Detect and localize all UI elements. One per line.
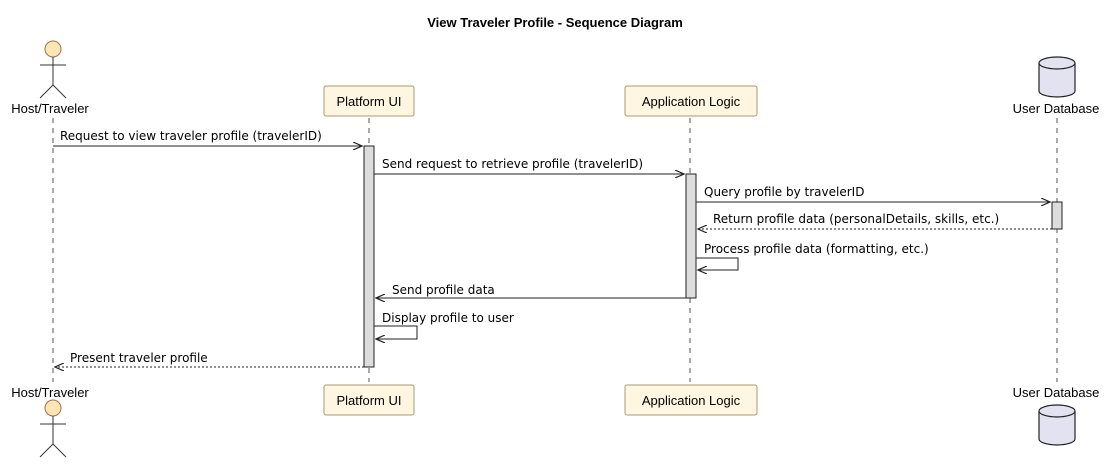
participant-application-logic-top: Application Logic [624, 85, 758, 117]
message-label: Display profile to user [382, 311, 514, 325]
activation-platform-ui [363, 145, 375, 368]
actor-icon [44, 40, 62, 58]
message-7: Display profile to user [374, 311, 514, 339]
database-user-top: User Database [1013, 56, 1100, 116]
message-label: Return profile data (personalDetails, sk… [713, 212, 999, 226]
participant-label-user-database: User Database [1013, 101, 1100, 116]
database-user-bottom: User Database [1013, 385, 1100, 446]
message-label: Send profile data [392, 283, 495, 297]
message-label: Request to view traveler profile (travel… [60, 129, 322, 143]
message-8: Present traveler profile [55, 351, 364, 367]
participant-application-logic-bottom: Application Logic [624, 384, 758, 416]
participant-label-platform-ui: Platform UI [336, 393, 401, 408]
message-1: Request to view traveler profile (travel… [53, 129, 362, 146]
participant-platform-ui-bottom: Platform UI [323, 384, 415, 416]
message-5: Process profile data (formatting, etc.) [696, 242, 929, 270]
diagram-title: View Traveler Profile - Sequence Diagram [427, 15, 683, 30]
message-label: Process profile data (formatting, etc.) [704, 242, 929, 256]
message-2: Send request to retrieve profile (travel… [374, 157, 684, 174]
participant-label-application-logic: Application Logic [642, 393, 741, 408]
message-label: Query profile by travelerID [704, 185, 864, 199]
participant-label-host: Host/Traveler [11, 101, 89, 116]
message-4: Return profile data (personalDetails, sk… [698, 212, 1052, 229]
activation-user-database [1051, 201, 1063, 230]
message-label: Send request to retrieve profile (travel… [382, 157, 643, 171]
participant-label-application-logic: Application Logic [642, 94, 741, 109]
participant-label-host: Host/Traveler [11, 385, 89, 400]
actor-host-top: Host/Traveler [11, 40, 89, 116]
message-6: Send profile data [376, 283, 686, 298]
participant-label-platform-ui: Platform UI [336, 94, 401, 109]
message-label: Present traveler profile [70, 351, 208, 365]
activation-application-logic [685, 173, 697, 299]
message-3: Query profile by travelerID [696, 185, 1050, 202]
participant-platform-ui-top: Platform UI [323, 85, 415, 117]
actor-host-bottom: Host/Traveler [11, 385, 89, 458]
participant-label-user-database: User Database [1013, 385, 1100, 400]
actor-icon [44, 399, 62, 417]
